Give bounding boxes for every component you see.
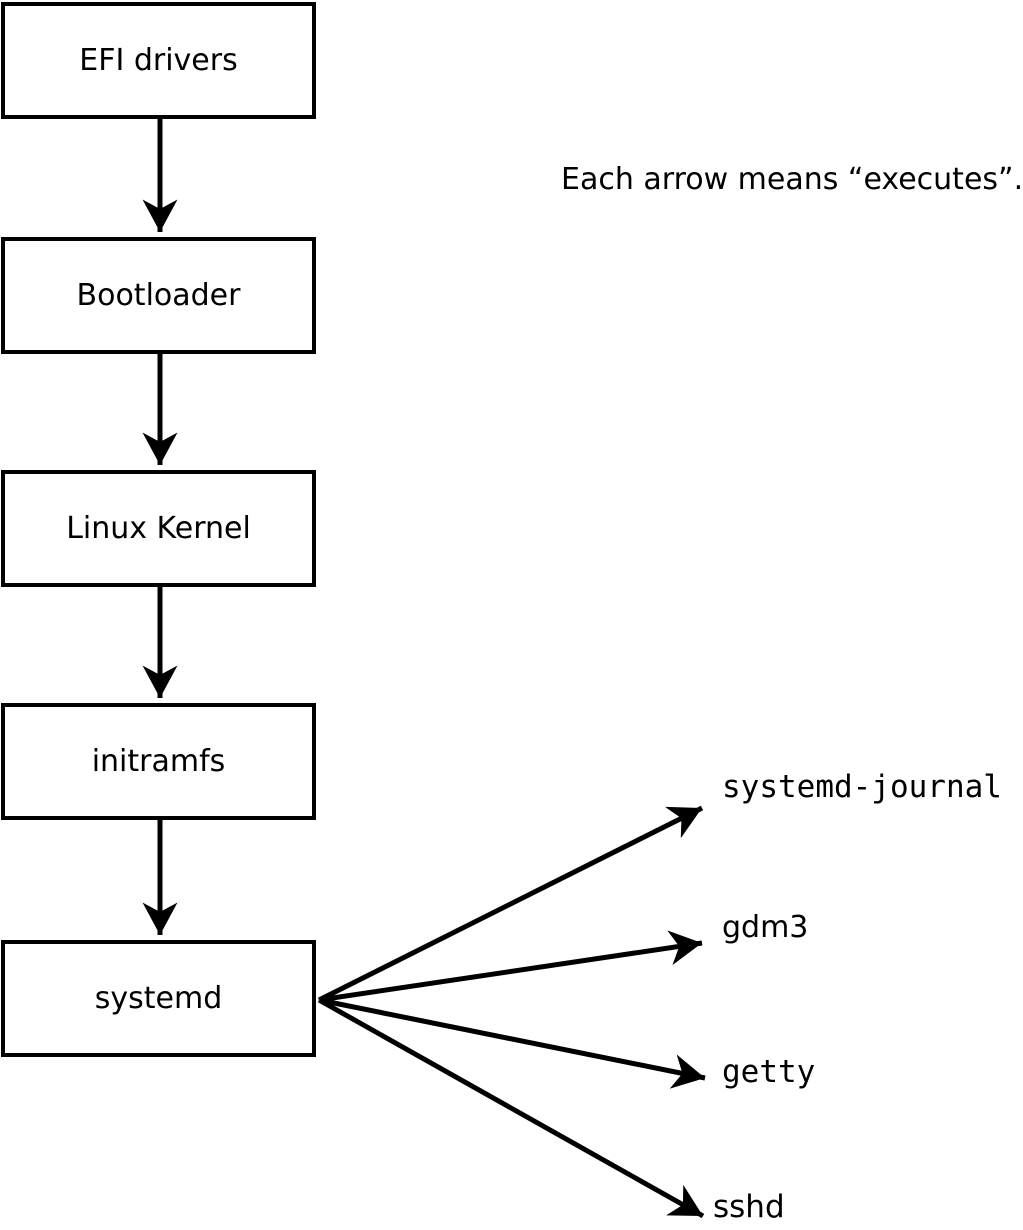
node-linux-kernel-label: Linux Kernel (66, 510, 251, 546)
process-label-getty: getty (722, 1054, 816, 1090)
process-label-systemd-journal: systemd-journal (722, 769, 1002, 805)
process-label-sshd: sshd (713, 1189, 785, 1225)
node-linux-kernel: Linux Kernel (1, 470, 316, 587)
node-systemd-label: systemd (94, 980, 223, 1016)
arrow-systemd-to-getty (318, 997, 706, 1089)
node-efi-drivers: EFI drivers (1, 2, 316, 119)
node-systemd: systemd (1, 940, 316, 1057)
node-initramfs: initramfs (1, 703, 316, 820)
node-efi-drivers-label: EFI drivers (79, 42, 238, 78)
node-bootloader-label: Bootloader (76, 277, 241, 313)
node-initramfs-label: initramfs (91, 743, 226, 779)
node-bootloader: Bootloader (1, 237, 316, 354)
arrow-systemd-to-journal (317, 805, 704, 1003)
diagram-caption: Each arrow means “executes”. (561, 162, 1023, 197)
arrow-systemd-to-sshd (317, 997, 705, 1219)
process-label-gdm3: gdm3 (722, 910, 809, 945)
arrow-systemd-to-gdm3 (318, 930, 703, 1003)
